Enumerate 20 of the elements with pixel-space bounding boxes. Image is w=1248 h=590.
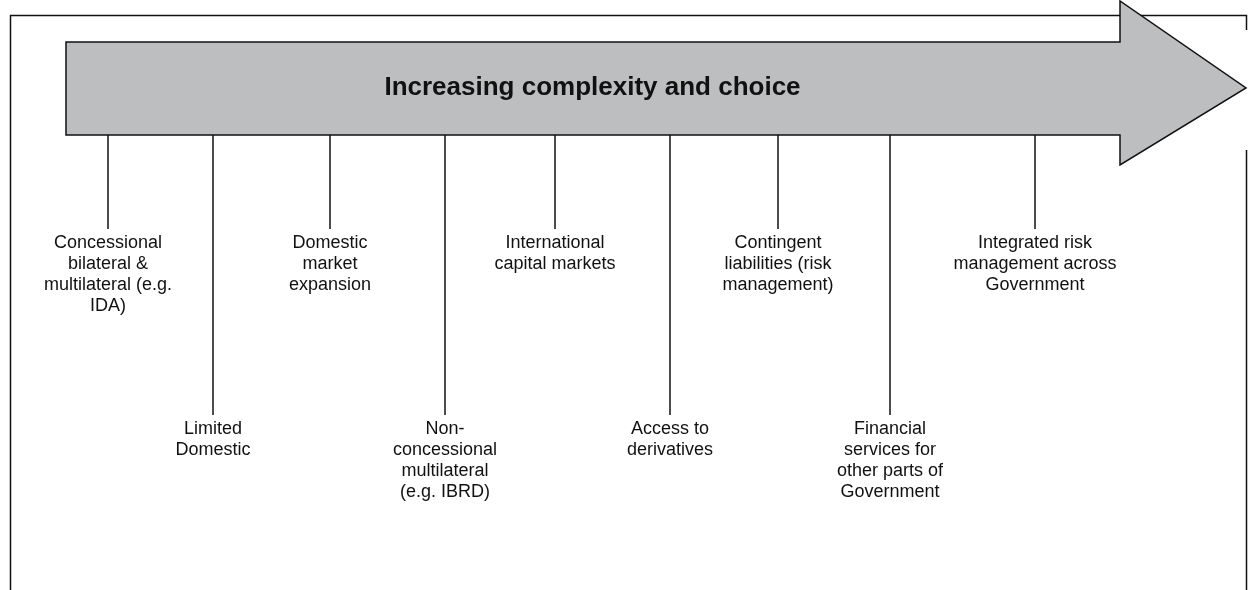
stage-label: Contingent liabilities (risk management) [705,232,851,295]
stage-label: International capital markets [492,232,618,274]
leader-line [329,134,331,230]
stage-label: Access to derivatives [615,418,725,460]
leader-line [444,134,446,416]
leader-line [107,134,109,230]
arrow-banner [65,0,1248,166]
stage-label: Financial services for other parts of Government [827,418,953,502]
leader-line [1034,134,1036,230]
stage-label: Integrated risk management across Government [947,232,1123,295]
leader-line [212,134,214,416]
arrow-heading: Increasing complexity and choice [383,70,802,102]
stage-label: Concessional bilateral & multilateral (e.g. IDA) [43,232,173,316]
leader-line [554,134,556,230]
leader-line [777,134,779,230]
leader-line [669,134,671,416]
stage-label: Domestic market expansion [275,232,385,295]
stage-label: Non-concessional multilateral (e.g. IBRD) [390,418,500,502]
leader-line [889,134,891,416]
stage-label: Limited Domestic [163,418,263,460]
